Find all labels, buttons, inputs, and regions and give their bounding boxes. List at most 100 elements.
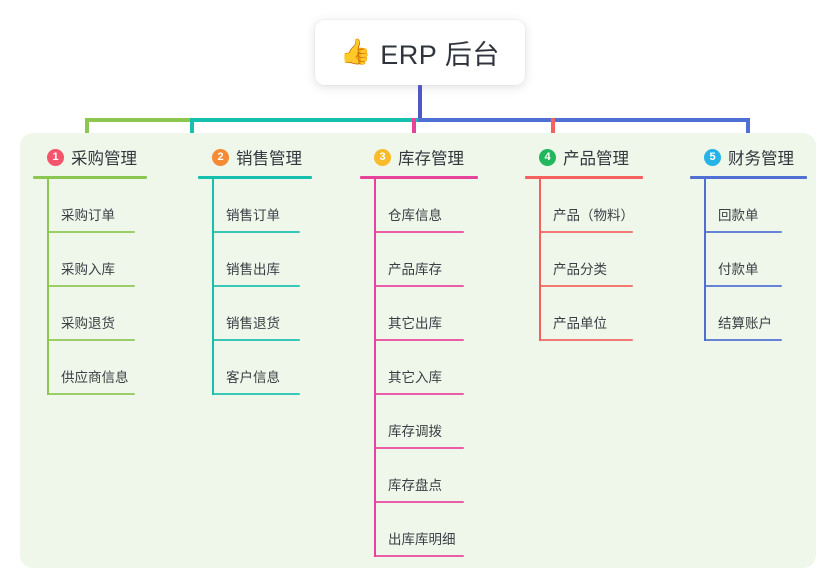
column-badge-4: 4 [539, 148, 556, 166]
column-title: 产品管理 [563, 150, 629, 168]
menu-item[interactable]: 供应商信息 [33, 341, 183, 395]
menu-item[interactable]: 采购入库 [33, 233, 183, 287]
menu-item-label: 其它出库 [388, 316, 442, 331]
menu-item[interactable]: 采购订单 [33, 179, 183, 233]
menu-item-label: 其它入库 [388, 370, 442, 385]
column-header-2[interactable]: 2 销售管理 [198, 145, 348, 169]
menu-item-rule [374, 555, 464, 557]
column-item-list: 采购订单采购入库采购退货供应商信息 [33, 179, 183, 395]
menu-item[interactable]: 销售出库 [198, 233, 348, 287]
menu-item-rule [47, 393, 135, 395]
menu-item[interactable]: 结算账户 [690, 287, 818, 341]
root-node-title: ERP 后台 [380, 40, 500, 70]
menu-item[interactable]: 出库库明细 [360, 503, 512, 557]
menu-item[interactable]: 其它出库 [360, 287, 512, 341]
drop-purchasing [85, 118, 89, 146]
menu-item-rule [374, 393, 464, 395]
column-4: 4 产品管理产品（物料） 产品分类产品单位 [525, 145, 677, 341]
column-header-rule [360, 176, 478, 179]
menu-item-rule [374, 501, 464, 503]
column-badge-3: 3 [374, 148, 391, 166]
thumbs-up-icon: 👍 [340, 38, 372, 66]
menu-item-label: 采购退货 [61, 316, 115, 331]
drop-finance [746, 118, 750, 146]
menu-item-label: 仓库信息 [388, 208, 442, 223]
menu-item-rule [374, 285, 464, 287]
menu-item-rule [47, 339, 135, 341]
menu-item-label: 产品（物料） [553, 208, 634, 223]
menu-item-rule [704, 231, 782, 233]
menu-item-rule [374, 339, 464, 341]
drop-inventory [412, 118, 416, 146]
menu-item[interactable]: 客户信息 [198, 341, 348, 395]
sitemap-panel [20, 133, 816, 568]
menu-item[interactable]: 其它入库 [360, 341, 512, 395]
menu-item[interactable]: 产品单位 [525, 287, 677, 341]
menu-item-label: 回款单 [718, 208, 759, 223]
menu-item-label: 产品库存 [388, 262, 442, 277]
column-title: 财务管理 [728, 150, 794, 168]
column-trunk-line [539, 179, 541, 341]
menu-item-rule [47, 231, 135, 233]
column-item-list: 产品（物料） 产品分类产品单位 [525, 179, 677, 341]
column-trunk-line [212, 179, 214, 395]
menu-item[interactable]: 产品（物料） [525, 179, 677, 233]
menu-item-rule [374, 447, 464, 449]
menu-item[interactable]: 付款单 [690, 233, 818, 287]
column-trunk-line [704, 179, 706, 341]
menu-item-label: 产品单位 [553, 316, 607, 331]
menu-item-label: 付款单 [718, 262, 759, 277]
column-2: 2 销售管理销售订单销售出库销售退货客户信息 [198, 145, 348, 395]
drop-product [551, 118, 555, 146]
menu-item[interactable]: 产品分类 [525, 233, 677, 287]
column-badge-2: 2 [212, 148, 229, 166]
column-header-rule [690, 176, 807, 179]
menu-item[interactable]: 回款单 [690, 179, 818, 233]
column-title: 销售管理 [236, 150, 302, 168]
menu-item-label: 产品分类 [553, 262, 607, 277]
bus-segment-blue [418, 118, 750, 122]
menu-item-label: 库存调拨 [388, 424, 442, 439]
menu-item-rule [704, 339, 782, 341]
column-item-list: 仓库信息产品库存其它出库其它入库库存调拨库存盘点出库库明细 [360, 179, 512, 557]
menu-item-rule [212, 339, 300, 341]
menu-item-rule [539, 339, 633, 341]
column-trunk-line [374, 179, 376, 557]
column-trunk-line [47, 179, 49, 395]
drop-sales [190, 118, 194, 146]
column-header-rule [525, 176, 643, 179]
bus-segment-teal [192, 118, 422, 122]
menu-item[interactable]: 采购退货 [33, 287, 183, 341]
column-title: 采购管理 [71, 150, 137, 168]
column-header-rule [198, 176, 312, 179]
menu-item[interactable]: 销售订单 [198, 179, 348, 233]
menu-item-rule [374, 231, 464, 233]
menu-item[interactable]: 产品库存 [360, 233, 512, 287]
column-header-4[interactable]: 4 产品管理 [525, 145, 677, 169]
menu-item-label: 销售退货 [226, 316, 280, 331]
column-badge-1: 1 [47, 148, 64, 166]
menu-item-label: 结算账户 [718, 316, 772, 331]
bus-segment-green [87, 118, 192, 122]
menu-item-rule [539, 231, 633, 233]
menu-item-label: 客户信息 [226, 370, 280, 385]
menu-item[interactable]: 库存盘点 [360, 449, 512, 503]
column-item-list: 回款单付款单结算账户 [690, 179, 818, 341]
menu-item-label: 采购入库 [61, 262, 115, 277]
menu-item-label: 库存盘点 [388, 478, 442, 493]
menu-item[interactable]: 仓库信息 [360, 179, 512, 233]
column-header-1[interactable]: 1 采购管理 [33, 145, 183, 169]
menu-item[interactable]: 库存调拨 [360, 395, 512, 449]
column-1: 1 采购管理采购订单采购入库采购退货供应商信息 [33, 145, 183, 395]
menu-item-rule [212, 231, 300, 233]
menu-item-rule [212, 393, 300, 395]
menu-item-label: 销售订单 [226, 208, 280, 223]
root-node-card[interactable]: 👍 ERP 后台 [315, 20, 525, 85]
menu-item[interactable]: 销售退货 [198, 287, 348, 341]
menu-item-label: 出库库明细 [388, 532, 456, 547]
